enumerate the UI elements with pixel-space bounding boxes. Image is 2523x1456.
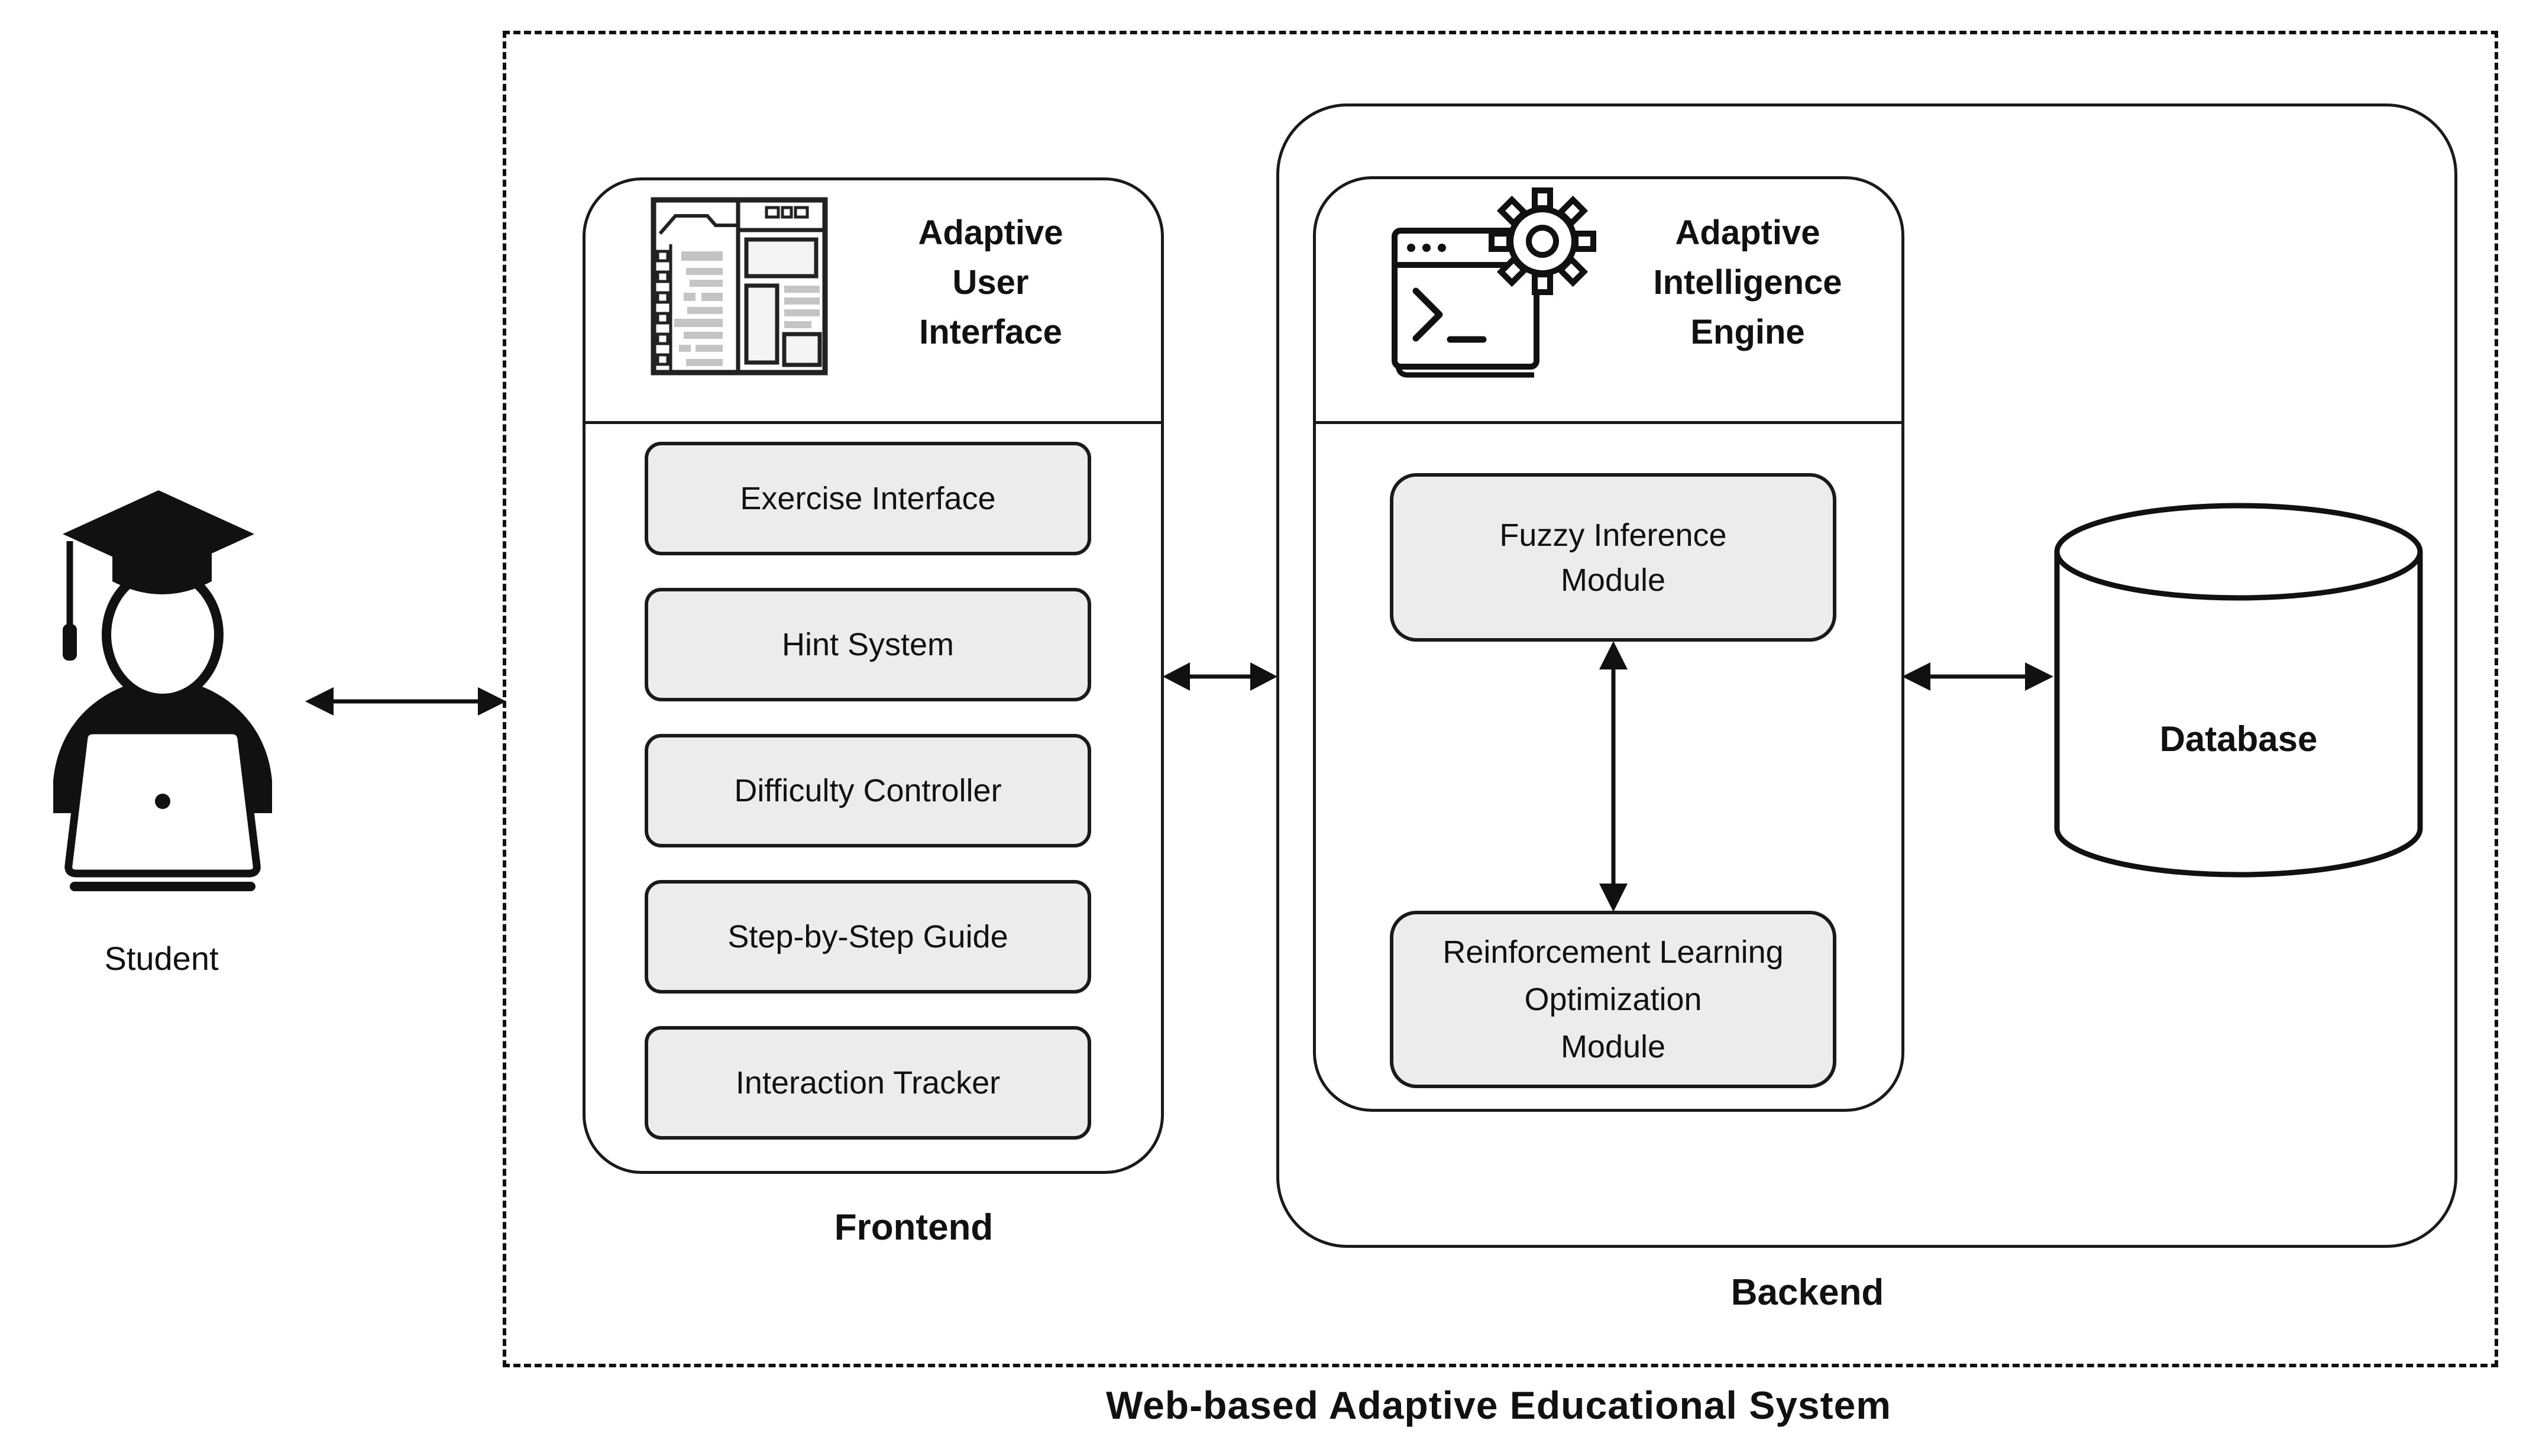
module-difficulty-controller: Difficulty Controller	[645, 734, 1091, 847]
engine-database-bidirectional-arrow	[1902, 662, 2053, 691]
database-cylinder-icon	[2054, 503, 2423, 878]
module-step-by-step-guide: Step-by-Step Guide	[645, 880, 1091, 994]
browser-wireframe-icon	[651, 197, 828, 376]
module-hint-system: Hint System	[645, 588, 1091, 701]
student-frontend-bidirectional-arrow	[305, 687, 506, 716]
terminal-gear-icon	[1392, 187, 1596, 378]
module-fuzzy-inference: Fuzzy Inference Module	[1390, 473, 1836, 642]
module-exercise-interface: Exercise Interface	[645, 442, 1091, 555]
frontend-backend-bidirectional-arrow	[1163, 662, 1277, 691]
frontend-label: Frontend	[834, 1207, 994, 1248]
backend-label: Backend	[1730, 1272, 1884, 1313]
engine-title: Adaptive Intelligence Engine	[1653, 213, 1842, 351]
system-boundary	[503, 31, 2498, 1367]
database-label: Database	[2159, 719, 2318, 759]
frontend-header-band	[586, 180, 1161, 424]
frontend-title: Adaptive User Interface	[918, 213, 1063, 351]
engine-header-band	[1316, 179, 1901, 424]
fuzzy-rl-bidirectional-arrow	[1599, 641, 1628, 912]
system-title: Web-based Adaptive Educational System	[1106, 1383, 1891, 1427]
student-label: Student	[104, 940, 219, 977]
student-graduate-laptop-icon	[53, 490, 272, 891]
module-interaction-tracker: Interaction Tracker	[645, 1026, 1091, 1140]
module-rl-optimization: Reinforcement Learning Optimization Modu…	[1390, 911, 1836, 1088]
